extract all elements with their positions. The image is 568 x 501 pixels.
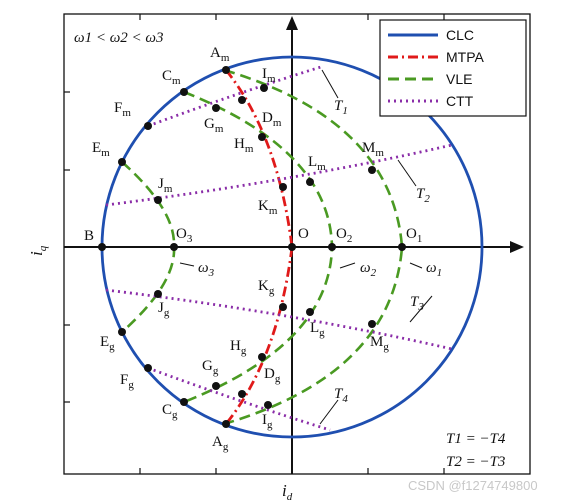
label-Kg: Kg [258,278,275,297]
label-T2: T2 [416,186,430,205]
mtpa-upper [224,69,294,248]
point-Dg [238,390,246,398]
label-T1: T1 [334,98,348,117]
point-Mg [368,320,376,328]
label-Km: Km [258,198,278,217]
omega-labels: ω1 ω2 ω3 [198,260,442,279]
label-O3: O3 [176,226,193,245]
label-Gg: Gg [202,358,219,377]
label-T3: T3 [410,294,424,313]
ctt-T3 [105,288,453,351]
watermark-text: CSDN @f1274749800 [408,478,538,493]
label-O: O [298,226,309,242]
label-B: B [84,228,94,244]
ctt-curves [105,64,453,432]
point-Jm [154,196,162,204]
y-axis-arrow-icon [286,16,298,30]
label-Hg: Hg [230,338,247,357]
label-Jm: Jm [158,176,173,195]
y-axis-label: iq [27,245,49,256]
label-Im: Im [262,66,276,85]
point-Em [118,158,126,166]
svg-text:iq: iq [27,245,49,256]
point-Gg [212,382,220,390]
legend-label-vle: VLE [446,71,472,87]
point-Km [279,183,287,191]
plot-frame [63,13,531,475]
label-Gm: Gm [204,116,224,135]
label-Lg: Lg [310,320,325,339]
point-Fm [144,122,152,130]
point-O [288,243,296,251]
condition-text: ω1 < ω2 < ω3 [74,30,164,46]
point-Cg [180,398,188,406]
point-O3 [170,243,178,251]
point-Hm [258,133,266,141]
legend-label-ctt: CTT [446,93,474,109]
label-Ag: Ag [212,434,229,453]
label-Dg: Dg [264,366,281,385]
label-Dm: Dm [262,110,282,129]
label-Em: Em [92,140,110,159]
equation-2: T2 = −T3 [446,454,505,470]
point-Hg [258,353,266,361]
label-Lm: Lm [308,154,326,173]
ctt-T2 [105,143,453,207]
label-T4: T4 [334,386,348,405]
label-Hm: Hm [234,136,254,155]
point-Cm [180,88,188,96]
label-Am: Am [210,45,230,64]
label-omega3: ω3 [198,260,215,279]
label-O1: O1 [406,226,422,245]
label-Fm: Fm [114,100,131,119]
label-Jg: Jg [158,300,170,319]
legend-label-mtpa: MTPA [446,49,485,65]
point-O1 [398,243,406,251]
point-O2 [328,243,336,251]
label-O2: O2 [336,226,352,245]
points [98,66,406,428]
point-Eg [118,328,126,336]
label-omega1: ω1 [426,260,442,279]
point-B [98,243,106,251]
mtpa-curves [224,69,294,425]
label-Cm: Cm [162,68,181,87]
frame-ticks [64,14,445,474]
point-Mm [368,166,376,174]
point-Kg [279,303,287,311]
label-omega2: ω2 [360,260,377,279]
legend: CLC MTPA VLE CTT [379,19,527,117]
point-Fg [144,364,152,372]
point-Am [222,66,230,74]
label-Eg: Eg [100,334,115,353]
label-Mm: Mm [362,140,384,159]
point-Ig [264,401,272,409]
label-Fg: Fg [120,372,134,391]
point-Lg [306,308,314,316]
ctt-T4 [147,366,331,432]
point-Jg [154,290,162,298]
point-Dm [238,96,246,104]
point-Lm [306,178,314,186]
label-Mg: Mg [370,334,389,353]
torque-labels: T1 T2 T3 T4 [334,98,430,405]
mtpa-lower [224,246,294,425]
x-axis-arrow-icon [510,241,524,253]
torque-leaders [179,69,433,425]
x-axis-label: id [282,481,293,501]
legend-label-clc: CLC [446,27,474,43]
label-Cg: Cg [162,402,178,421]
point-Ag [222,420,230,428]
label-Ig: Ig [262,412,273,431]
point-Gm [212,104,220,112]
equation-1: T1 = −T4 [446,431,506,447]
point-Im [260,84,268,92]
point-labels: Am Cm Im Fm Gm Dm Hm Em Mm Lm Jm Km B O3… [84,45,422,453]
